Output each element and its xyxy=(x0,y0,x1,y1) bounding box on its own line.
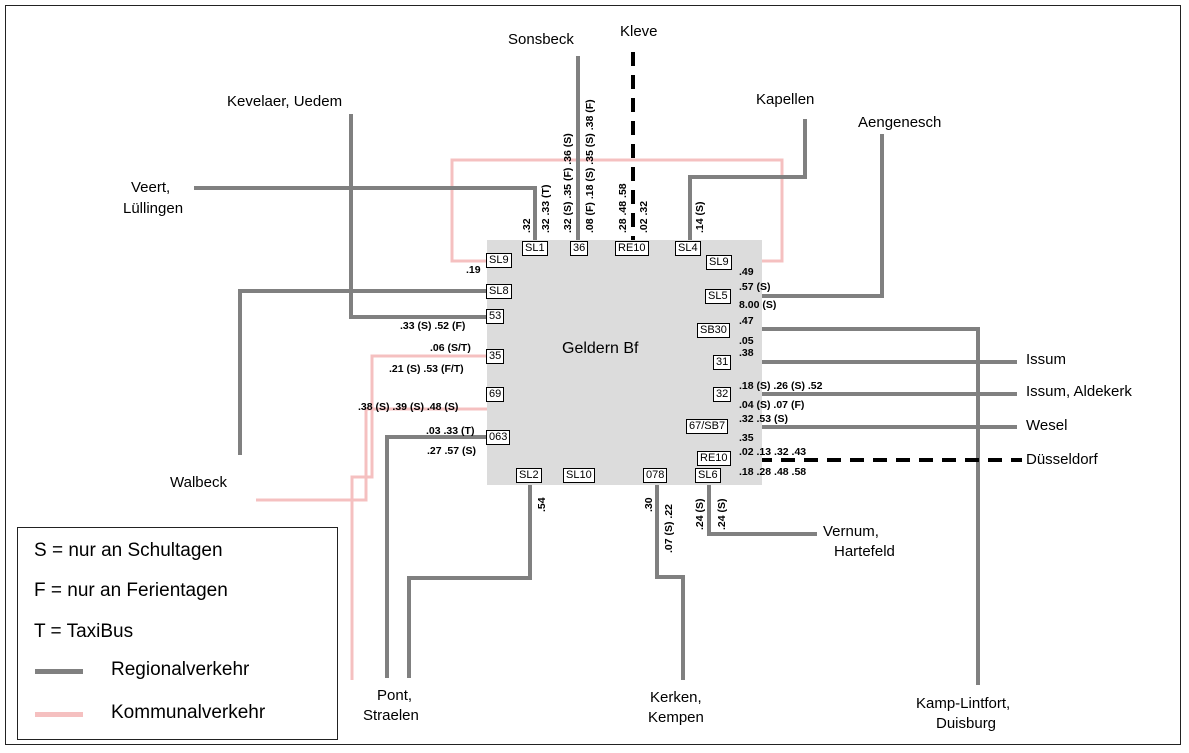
times-sb30-b: .05 xyxy=(739,335,754,347)
stop-sl5[interactable]: SL5 xyxy=(705,289,731,304)
legend-t: T = TaxiBus xyxy=(34,621,134,642)
times-063-a: .03 .33 (T) xyxy=(426,425,475,437)
times-sl9-left: .19 xyxy=(466,264,481,276)
legend: S = nur an Schultagen F = nur an Ferient… xyxy=(17,527,338,740)
route-line-sl8 xyxy=(238,289,487,455)
dest-sonsbeck: Sonsbeck xyxy=(508,31,574,48)
route-line-sl9 xyxy=(450,158,784,263)
times-re10-top-a: .28 .48 .58 xyxy=(617,183,629,233)
stop-35[interactable]: 35 xyxy=(486,349,505,364)
times-67-a: .32 .53 (S) xyxy=(739,413,789,425)
stop-32[interactable]: 32 xyxy=(713,387,732,402)
times-sl5-a: .57 (S) xyxy=(739,281,771,293)
stop-31[interactable]: 31 xyxy=(713,355,732,370)
times-36-b: .08 (F) .18 (S) .35 (S) .38 (F) xyxy=(584,99,596,233)
times-sb30-a: .47 xyxy=(739,315,754,327)
stop-67-sb7[interactable]: 67/SB7 xyxy=(686,419,729,434)
dest-issum: Issum xyxy=(1026,351,1067,368)
route-line-078 xyxy=(655,484,685,680)
times-sl5-b: 8.00 (S) xyxy=(739,299,777,311)
times-36-a: .32 (S) .35 (F) .36 (S) xyxy=(562,133,574,233)
legend-kommunal-swatch xyxy=(35,712,83,717)
route-line-063 xyxy=(385,435,487,678)
dest-kempen: Kempen xyxy=(648,709,704,726)
dest-luellingen: Lüllingen xyxy=(123,200,184,217)
times-sl6-a: .24 (S) xyxy=(694,498,706,530)
route-line-sl2 xyxy=(407,484,532,678)
times-32-b: .04 (S) .07 (F) xyxy=(739,399,805,411)
dest-walbeck: Walbeck xyxy=(170,474,227,491)
times-078-a: .30 xyxy=(643,497,655,512)
dest-hartefeld: Hartefeld xyxy=(834,543,895,560)
route-line-53 xyxy=(349,114,487,319)
dest-kleve: Kleve xyxy=(620,23,658,40)
times-sl4: .14 (S) xyxy=(694,201,706,233)
dest-vernum: Vernum, xyxy=(823,523,879,540)
stop-sl10[interactable]: SL10 xyxy=(563,468,595,483)
times-31: .38 xyxy=(739,347,754,359)
legend-s: S = nur an Schultagen xyxy=(34,540,223,561)
dest-kapellen: Kapellen xyxy=(756,91,815,108)
stop-36[interactable]: 36 xyxy=(570,241,589,256)
dest-kevelaer: Kevelaer, Uedem xyxy=(227,93,343,110)
stop-53[interactable]: 53 xyxy=(486,309,505,324)
dest-aengenesch: Aengenesch xyxy=(858,114,942,131)
route-line-walbeck-kommunal xyxy=(256,407,487,502)
dest-veert: Veert, xyxy=(131,179,171,196)
times-re10-right-a: .02 .13 .32 .43 xyxy=(739,446,807,458)
stop-sb30[interactable]: SB30 xyxy=(697,323,730,338)
times-69: .38 (S) .39 (S) .48 (S) xyxy=(358,401,459,413)
legend-f: F = nur an Ferientagen xyxy=(34,580,228,601)
times-re10-top-b: .02 .32 xyxy=(638,200,650,233)
times-re10-right-b: .18 .28 .48 .58 xyxy=(739,466,807,478)
legend-regional: Regionalverkehr xyxy=(111,659,250,680)
times-67-b: .35 xyxy=(739,432,754,444)
route-line-sl6 xyxy=(707,484,817,536)
times-sl1-a: .32 xyxy=(521,218,533,233)
dest-duesseldorf: Düsseldorf xyxy=(1026,451,1098,468)
dest-issum-aldekerk: Issum, Aldekerk xyxy=(1026,383,1132,400)
stop-sl6[interactable]: SL6 xyxy=(695,468,721,483)
stop-69[interactable]: 69 xyxy=(486,387,505,402)
route-line-sl4 xyxy=(688,119,807,240)
times-35-a: .06 (S/T) xyxy=(430,342,471,354)
dest-kerken: Kerken, xyxy=(650,689,702,706)
dest-pont: Pont, xyxy=(377,687,413,704)
times-078-b: .07 (S) .22 xyxy=(663,503,675,553)
route-line-35 xyxy=(350,354,487,680)
stop-sl8[interactable]: SL8 xyxy=(486,284,512,299)
dest-kamp-lintfort: Kamp-Lintfort, xyxy=(916,695,1011,712)
times-sl1-b: .32 .33 (T) xyxy=(540,184,552,233)
legend-regional-swatch xyxy=(35,669,83,674)
diagram-frame xyxy=(5,5,1181,745)
times-53: .33 (S) .52 (F) xyxy=(400,320,466,332)
dest-duisburg: Duisburg xyxy=(936,715,997,732)
route-line-sl5 xyxy=(735,134,884,298)
dest-straelen: Straelen xyxy=(363,707,419,724)
route-line-sl1 xyxy=(194,186,537,240)
times-sl9-right: .49 xyxy=(739,266,754,278)
times-35-b: .21 (S) .53 (F/T) xyxy=(389,363,464,375)
times-32-a: .18 (S) .26 (S) .52 xyxy=(739,380,823,392)
dest-wesel: Wesel xyxy=(1026,417,1068,434)
stop-sl4[interactable]: SL4 xyxy=(675,241,701,256)
times-sl2: .54 xyxy=(536,497,548,512)
times-063-b: .27 .57 (S) xyxy=(427,445,477,457)
stop-sl9-left[interactable]: SL9 xyxy=(486,253,512,268)
times-sl6-b: .24 (S) xyxy=(716,498,728,530)
stop-078[interactable]: 078 xyxy=(643,468,668,483)
stop-sl2[interactable]: SL2 xyxy=(516,468,542,483)
stop-sl9-right[interactable]: SL9 xyxy=(706,255,732,270)
stop-063[interactable]: 063 xyxy=(486,430,511,445)
legend-kommunal: Kommunalverkehr xyxy=(111,702,266,723)
stop-re10-top[interactable]: RE10 xyxy=(615,241,649,256)
stop-sl1[interactable]: SL1 xyxy=(522,241,548,256)
route-line-sb30 xyxy=(735,327,980,685)
station-name: Geldern Bf xyxy=(562,340,639,357)
stop-re10-right[interactable]: RE10 xyxy=(697,451,731,466)
